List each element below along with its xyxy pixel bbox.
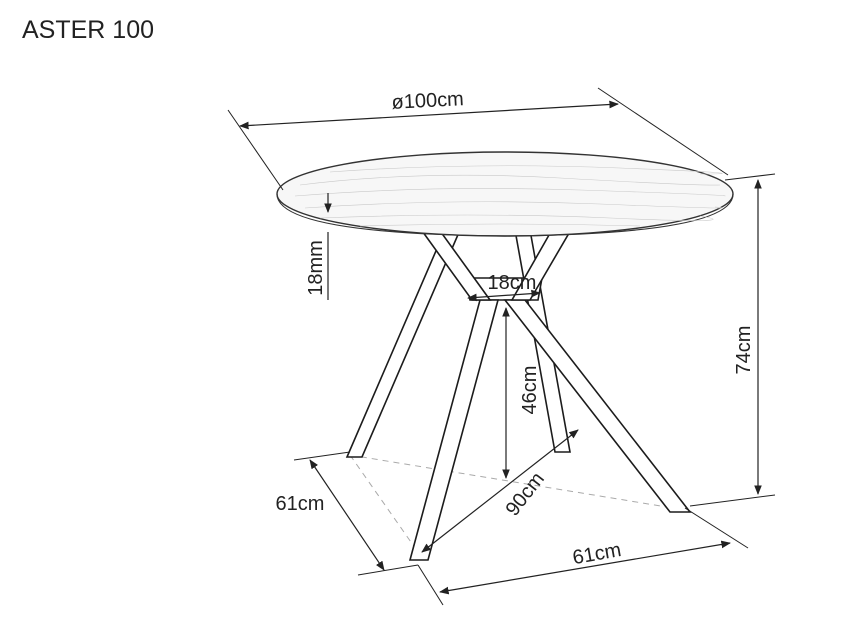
total-height-dimension: 74cm: [689, 173, 776, 507]
table-top: [276, 151, 734, 237]
base-width-dimension: 61cm: [417, 507, 749, 606]
leg-back-left: [345, 229, 462, 458]
diameter-label: ø100cm: [391, 88, 464, 114]
base-depth-label: 61cm: [276, 493, 325, 515]
base-width-label: 61cm: [571, 539, 623, 569]
diameter-dimension: ø100cm: [227, 87, 729, 191]
column-width-label: 18cm: [488, 272, 537, 294]
base-depth-dimension: 61cm: [276, 451, 419, 576]
column-width-dimension: 18cm: [467, 272, 541, 302]
base-diagonal-label: 90cm: [502, 468, 549, 520]
base-height-label: 46cm: [519, 366, 541, 415]
product-title: ASTER 100: [22, 16, 155, 44]
leg-front-left: [408, 299, 500, 561]
top-thickness-dimension: 18mm: [305, 193, 332, 300]
top-thickness-label: 18mm: [305, 240, 327, 296]
total-height-label: 74cm: [733, 326, 755, 375]
